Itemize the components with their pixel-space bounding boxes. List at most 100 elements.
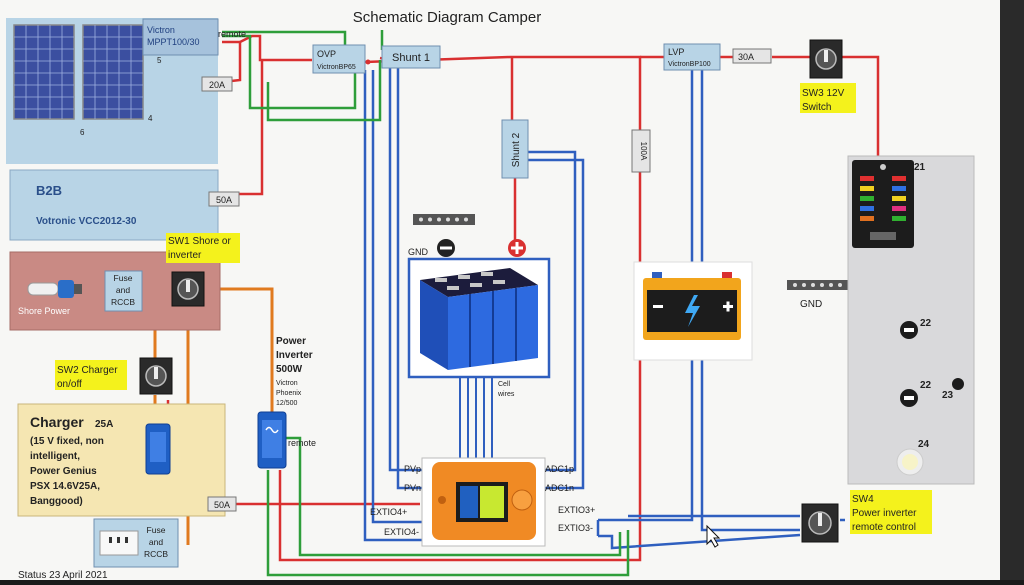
inverter-line4: Victron [276, 380, 298, 387]
sw2-label-line1: SW2 Charger [57, 365, 118, 376]
light-22b-icon [900, 389, 918, 407]
shore-fuse-line2: and [116, 285, 130, 295]
bms-extio4m-label: EXTIO4- [384, 527, 419, 537]
sw4-unit: SW4 Power inverter remote control [801, 490, 932, 543]
b2b-unit: B2B Votronic VCC2012-30 50A [9, 169, 240, 241]
wire-lvp-sw4 [700, 68, 800, 532]
shore-fuse-line3: RCCB [111, 297, 135, 307]
wire-inverter-remote [285, 436, 622, 557]
solar-marker-5: 5 [157, 56, 162, 65]
wire-shunt1-pvp [388, 68, 422, 472]
ac-wire-sw1-inverter [204, 287, 274, 412]
shunt1-label: Shunt 1 [392, 52, 430, 64]
inverter-line1: Power [276, 336, 306, 347]
shore-fuse-rccb [104, 270, 143, 312]
wire-shunt1-pvn [396, 68, 422, 490]
socket-outlet-icon [99, 530, 139, 556]
monitor-bezel [1000, 0, 1024, 580]
socket-fuse-line3: RCCB [144, 549, 168, 559]
charger-title: Charger [30, 414, 84, 430]
fuse-50a-b2b-label: 50A [216, 195, 232, 205]
shore-fuse-line1: Fuse [114, 273, 133, 283]
ovp-label-line1: OVP [317, 49, 336, 59]
lvp-box [663, 43, 721, 71]
status-text: Status 23 April 2021 [18, 570, 108, 580]
battery-unit: GND Cell wires [407, 214, 551, 398]
solar-panel-left [13, 24, 75, 120]
shore-plug-icon [27, 280, 82, 298]
sw3-switch [809, 39, 843, 79]
sw4-label-line3: remote control [852, 522, 916, 533]
inverter-line5: Phoenix [276, 390, 302, 397]
fuse-30a [732, 48, 772, 64]
inverter-unit: Power Inverter 500W Victron Phoenix 12/5… [257, 336, 316, 469]
wire-positive-100a [278, 172, 642, 562]
gnd-busbar [787, 280, 849, 290]
wire-remote-green [222, 30, 347, 50]
inverter-remote-label: remote [288, 438, 316, 448]
wire-green-controller [222, 34, 357, 110]
wire-shunt2-adc1p [528, 150, 577, 472]
sw3-unit: SW3 12V Switch [800, 39, 856, 113]
sw3-label-line2: Switch [802, 102, 831, 113]
shunt1-unit: Shunt 1 [381, 45, 441, 69]
wire-sw3-fusebox [840, 55, 880, 160]
mppt-controller [142, 18, 219, 56]
sw2-switch [139, 357, 173, 395]
sw4-label-line1: SW4 [852, 494, 874, 505]
fuse-box-number-21: 21 [914, 162, 926, 173]
sw2-label-line2: on/off [57, 379, 82, 390]
fuse-50a-charger-label: 50A [214, 500, 230, 510]
wire-green-ovp [266, 60, 382, 122]
wire-inverter-remote-2 [266, 470, 630, 577]
fuse-20a-label: 20A [209, 80, 225, 90]
charger-line5: Banggood) [30, 496, 83, 507]
socket-fuse-line2: and [149, 537, 163, 547]
sw4-switch [801, 503, 839, 543]
b2b-model: Votronic VCC2012-30 [36, 216, 137, 227]
bms-device-icon [432, 462, 536, 540]
wire-extio3m-sw4 [598, 533, 801, 550]
charger-rating: 25A [95, 419, 113, 430]
sw1-switch [171, 271, 205, 307]
mppt-remote-label: remote [218, 29, 246, 39]
fuse-box-number-22a: 22 [920, 318, 932, 329]
inverter-line2: Inverter [276, 350, 313, 361]
sw1-label-line1: SW1 Shore or [168, 236, 231, 247]
cell-wires-line2: wires [497, 391, 515, 398]
battery-gnd-label: GND [408, 247, 429, 257]
sw4-label-highlight [850, 490, 932, 534]
charger-line1: (15 V fixed, non [30, 436, 104, 447]
fuse-box-number-23: 23 [942, 390, 954, 401]
ovp-unit: OVP VictronBP65 [312, 44, 371, 74]
inverter-device-icon [257, 411, 287, 469]
starter-battery-icon [633, 261, 753, 361]
wire-shunt2-adc1n [528, 158, 585, 490]
battery-positive-icon [508, 239, 526, 257]
mppt-label-line2: MPPT100/30 [147, 37, 200, 47]
inverter-line3: 500W [276, 364, 303, 375]
lifepo4-cells-icon [420, 268, 538, 370]
sw2-unit: SW2 Charger on/off [55, 357, 173, 395]
bms-adc1p-label: ADC1p [545, 464, 574, 474]
wire-ovp-extio4m [363, 70, 422, 542]
bms-extio3p-label: EXTIO3+ [558, 505, 595, 515]
socket-23-icon [952, 378, 964, 390]
inverter-line6: 12/500 [276, 400, 298, 407]
fuse-block-icon [852, 160, 914, 248]
bms-unit: PVp PVn EXTIO4+ EXTIO4- ADC1p ADC1n EXTI… [370, 457, 595, 547]
mppt-label-line1: Victron [147, 25, 175, 35]
charger-device-icon [145, 423, 171, 475]
sw1-label-highlight [166, 233, 240, 263]
mouse-cursor-icon [706, 524, 721, 548]
bms-extio4p-label: EXTIO4+ [370, 507, 407, 517]
fuse-30a-label: 30A [738, 52, 754, 62]
solar-marker-4: 4 [148, 114, 153, 123]
charger-unit: Charger 25A (15 V fixed, non intelligent… [17, 403, 237, 517]
diagram-title: Schematic Diagram Camper [353, 9, 541, 26]
socket-unit: Fuse and RCCB [93, 518, 179, 568]
sw3-label-line1: SW3 12V [802, 88, 845, 99]
fuse-50a-charger [207, 496, 237, 512]
